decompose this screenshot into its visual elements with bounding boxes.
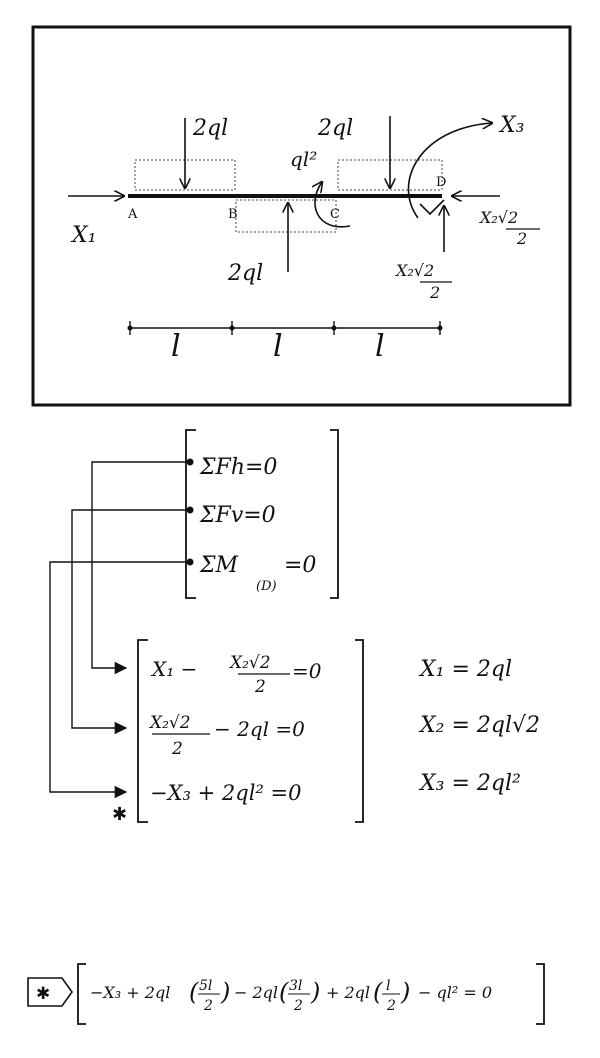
moment-open-2: ( [279,978,289,1006]
sum-m-equation: ΣM [199,553,239,578]
span-label-1: l [171,329,181,364]
point-c-label: C [330,207,340,222]
moment-equation-star: ✱ [36,984,50,1004]
equation-2-den: 2 [171,739,183,759]
bullet-fv [186,506,194,514]
moment-equation-tag [27,977,73,1007]
equation-1-den: 2 [254,677,266,697]
load-block-bottom [235,199,337,233]
moment-close-3: ) [400,978,410,1006]
moment-close-2: ) [310,978,320,1006]
span-label-3: l [375,329,385,364]
moment-equation-bracket [77,963,545,1025]
moment-frac-2-den: 2 [293,998,303,1014]
equation-1-rhs: =0 [292,659,322,683]
moment-open-1: ( [189,978,199,1006]
moment-frac-1-num: 5l [199,978,212,994]
equation-1-lhs: X₁ − [150,657,197,681]
sum-fv-equation: ΣFv=0 [199,503,276,528]
x2-horizontal-base: X₂√2 [478,208,518,227]
equation-1-num: X₂√2 [228,653,271,673]
sum-m-subscript: (D) [256,579,277,594]
equilibrium-bracket [185,429,339,599]
equation-3-star: ✱ [112,804,127,825]
moment-open-3: ( [373,978,383,1006]
moment-frac-3-den: 2 [386,998,396,1014]
bullet-m [186,558,194,566]
equation-2-rest: − 2ql =0 [214,717,305,741]
moment-term-4: − ql² = 0 [418,983,492,1002]
x2-horizontal-den: 2 [516,229,527,248]
result-x2: X₂ = 2ql√2 [418,713,540,738]
moment-term-1: −X₃ + 2ql [90,983,170,1002]
result-x3: X₃ = 2ql² [418,771,521,796]
moment-term-2: − 2ql [234,983,278,1002]
equation-3: −X₃ + 2ql² =0 [150,781,301,805]
dimension-line [127,321,443,335]
x3-label: X₃ [498,113,524,138]
span-label-2: l [273,329,283,364]
beam-diagram-frame: A B C D X₁ 2ql 2ql 2ql ql² X₃ X₂√2 2 X₂√… [31,25,572,407]
point-b-label: B [228,207,238,222]
moment-frac-2-num: 3l [289,978,302,994]
load-left-label: 2ql [192,116,228,141]
sum-m-tail: =0 [284,553,316,578]
sum-fh-equation: ΣFh=0 [199,455,277,480]
load-bottom-label: 2ql [227,261,263,286]
bullet-fh [186,458,194,466]
moment-close-1: ) [220,978,230,1006]
support-wedge [419,199,445,216]
point-d-label: D [436,175,446,190]
result-x1: X₁ = 2ql [418,657,512,682]
moment-term-3: + 2ql [326,983,370,1002]
x1-label: X₁ [70,223,96,248]
moment-arc [315,182,351,228]
moment-frac-3-num: l [386,978,390,994]
moment-frac-1-den: 2 [203,998,213,1014]
x2-vertical-den: 2 [429,283,440,302]
equations-bracket [137,639,364,823]
x3-arc [407,123,492,219]
connector-arrows [49,461,186,799]
load-right-label: 2ql [317,116,353,141]
equation-2-num: X₂√2 [148,713,191,733]
point-a-label: A [127,207,138,222]
x2-vertical-base: X₂√2 [394,261,434,280]
moment-label: ql² [290,147,317,171]
